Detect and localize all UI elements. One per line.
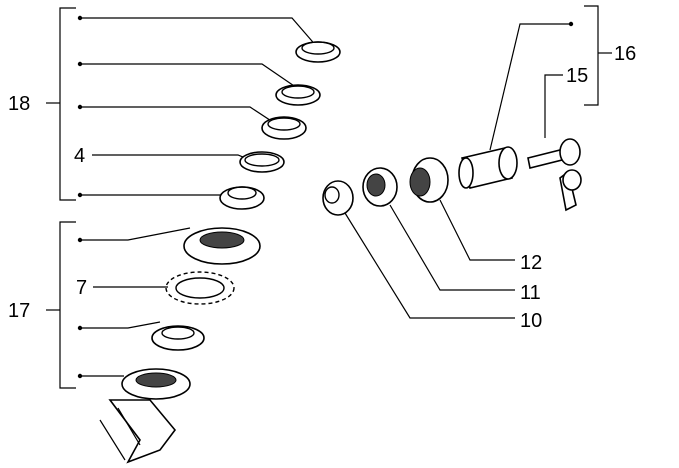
leader-line — [80, 321, 161, 329]
fork-stem — [108, 399, 177, 464]
part-outline — [175, 277, 225, 299]
label-7: 7 — [76, 277, 87, 299]
upper-nut — [295, 41, 341, 63]
key-15 — [527, 149, 563, 169]
leader-line — [92, 154, 263, 166]
label-15: 15 — [566, 65, 588, 87]
part-outline — [324, 186, 340, 204]
part-outline — [244, 153, 280, 167]
leader-line — [80, 17, 319, 49]
part-outline — [161, 326, 195, 340]
label-18: 18 — [8, 93, 30, 115]
label-12: 12 — [520, 252, 542, 274]
bracket-18 — [59, 7, 76, 201]
ball-bearing-7 — [165, 271, 235, 305]
leader-line — [344, 212, 515, 319]
washer — [275, 84, 321, 106]
part-outline — [281, 85, 315, 99]
part-outline — [301, 41, 335, 55]
leader-line — [544, 74, 563, 138]
label-16: 16 — [614, 43, 636, 65]
leader-line — [80, 227, 191, 241]
part-outline — [562, 169, 582, 191]
leader-line — [489, 23, 571, 151]
leader-lines-left: 4 7 — [74, 15, 319, 379]
leader-line — [439, 199, 515, 261]
leader-line — [80, 106, 286, 131]
part-outline — [99, 407, 141, 461]
leader-line — [80, 63, 301, 91]
lower-cone — [151, 325, 205, 351]
part-outline — [559, 138, 581, 166]
ring-4 — [239, 151, 285, 173]
leader-line — [389, 204, 515, 291]
part-outline — [366, 173, 386, 197]
bracket-16 — [584, 5, 599, 106]
part-outline — [227, 186, 257, 200]
label-17: 17 — [8, 300, 30, 322]
lock-parts: 12 11 10 — [322, 21, 582, 332]
label-11: 11 — [520, 282, 541, 304]
part-outline — [267, 117, 301, 131]
lock-ring — [261, 116, 307, 140]
label-4: 4 — [74, 145, 85, 167]
part-outline — [409, 167, 431, 197]
part-outline — [498, 146, 518, 180]
label-10: 10 — [520, 310, 542, 332]
part-outline — [199, 231, 245, 249]
part-outline — [135, 372, 177, 388]
upper-cup — [219, 186, 265, 210]
bracket-17 — [59, 221, 76, 389]
part-outline — [458, 157, 474, 189]
headset-parts — [99, 41, 341, 464]
